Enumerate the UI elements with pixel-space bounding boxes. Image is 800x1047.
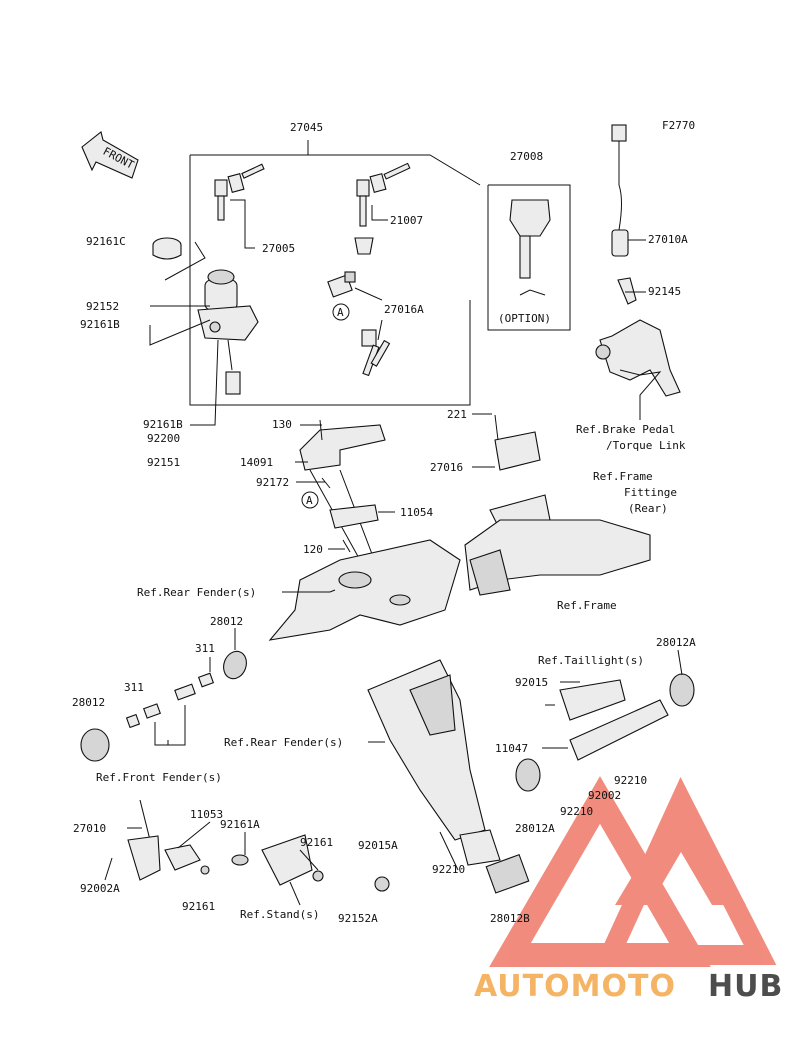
part-label-92145: 92145 [648,285,681,298]
part-label-92015a: 92015A [358,839,398,852]
part-label-92161c: 92161C [86,235,126,248]
part-label-92015: 92015 [515,676,548,689]
brake-switch-27010a [611,124,629,257]
marker-a-1: A [332,303,350,321]
part-label-92152a: 92152A [338,912,378,925]
part-label-92161a: 92161A [220,818,260,831]
part-label-11053: 11053 [190,808,223,821]
marker-a-label: A [306,494,313,507]
lock-27016 [489,414,551,531]
reflector-28012b [485,853,530,894]
watermark-text-part2: HUB [708,969,783,1004]
rear-fender-lower [367,659,501,866]
part-label-27045: 27045 [290,121,323,134]
part-label-92002a: 92002A [80,882,120,895]
part-label-92151: 92151 [147,456,180,469]
lock-set-27016a [327,271,391,377]
part-label-27016: 27016 [430,461,463,474]
rear-frame [464,519,651,596]
part-label-92210: 92210 [432,863,465,876]
ref-frame-fittings-label: Ref.Frame [593,470,653,483]
ref-frame-fittings-label: (Rear) [628,502,668,515]
part-label-92172: 92172 [256,476,289,489]
part-label-92161b: 92161B [143,418,183,431]
bracket-11047 [515,673,695,792]
ignition-switch [197,269,259,395]
part-label-21007: 21007 [390,214,423,227]
option-label: (OPTION) [498,312,551,325]
ref-front-fender-label: Ref.Front Fender(s) [96,771,222,784]
watermark-logo-icon [489,776,777,967]
reflector-28012 [80,650,247,762]
part-label-221: 221 [447,408,467,421]
part-label-92161: 92161 [300,836,333,849]
key-icon [356,162,411,227]
lock-cylinder-21007 [354,237,374,255]
front-arrow-icon [81,131,139,179]
part-label-130: 130 [272,418,292,431]
bracket-11054 [321,477,379,553]
part-label-92152: 92152 [86,300,119,313]
part-label-28012b: 28012B [490,912,530,925]
part-label-311: 311 [124,681,144,694]
part-label-92200: 92200 [147,432,180,445]
watermark-text-part1: AUTOMOTO [474,969,676,1004]
part-label-27016a: 27016A [384,303,424,316]
part-label-28012: 28012 [72,696,105,709]
ref-frame-fittings-label: Fittinge [624,486,677,499]
brake-pedal [595,277,681,420]
marker-a-2: A [301,491,319,509]
part-label-92161: 92161 [182,900,215,913]
cap-92161c [152,237,182,260]
leader-lines [104,199,683,906]
part-label-27005: 27005 [262,242,295,255]
part-label-92210: 92210 [614,774,647,787]
ref-frame-label: Ref.Frame [557,599,617,612]
option-key-27008 [509,199,551,296]
ref-stand-label: Ref.Stand(s) [240,908,319,921]
side-stand-switch [127,799,390,892]
marker-a-label: A [337,306,344,319]
diagram-code: F2770 [662,119,695,132]
collars-311 [125,672,215,746]
part-label-14091: 14091 [240,456,273,469]
part-label-27010a: 27010A [648,233,688,246]
ref-rear-fender-label: Ref.Rear Fender(s) [224,736,343,749]
ref-torque-link-label: /Torque Link [606,439,686,452]
part-label-92210: 92210 [560,805,593,818]
key-set-bracket [189,140,571,406]
part-label-311: 311 [195,642,215,655]
rear-fender-upper [268,539,461,641]
part-label-28012: 28012 [210,615,243,628]
part-label-28012a: 28012A [656,636,696,649]
part-label-28012a: 28012A [515,822,555,835]
ref-rear-fender-label: Ref.Rear Fender(s) [137,586,256,599]
part-label-27008: 27008 [510,150,543,163]
ref-brake-pedal-label: Ref.Brake Pedal [576,423,675,436]
part-label-11054: 11054 [400,506,433,519]
key-icon [214,163,265,221]
part-label-92161b: 92161B [80,318,120,331]
part-label-27010: 27010 [73,822,106,835]
part-label-120: 120 [303,543,323,556]
ref-taillight-label: Ref.Taillight(s) [538,654,644,667]
part-label-92002: 92002 [588,789,621,802]
part-label-11047: 11047 [495,742,528,755]
